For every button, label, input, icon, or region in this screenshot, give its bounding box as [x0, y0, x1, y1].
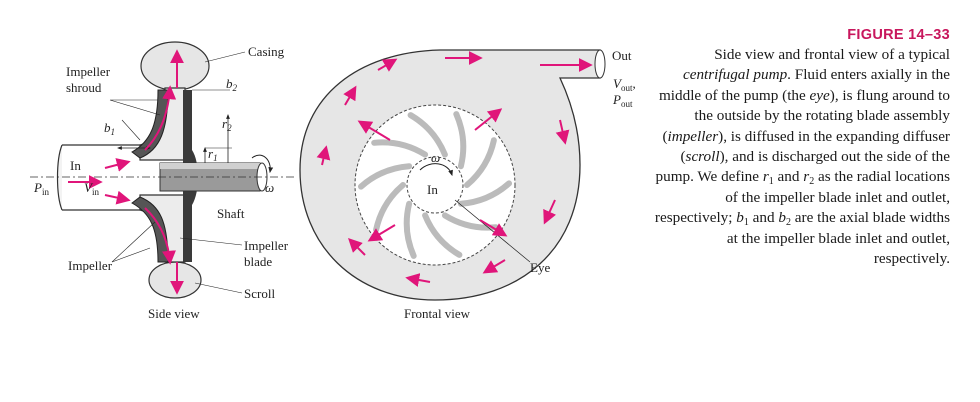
caption-run: eye	[809, 86, 830, 104]
caption-run: ), and is discharged out the side of the…	[655, 148, 951, 186]
p-in-label: Pin	[33, 180, 49, 197]
v-in-label: Vin	[84, 180, 99, 197]
caption-run: 2	[809, 176, 815, 188]
caption-run: and	[773, 168, 804, 186]
b1-label: b1	[104, 120, 115, 137]
impeller-blade	[407, 112, 448, 158]
frontal-omega-label: ω	[431, 150, 440, 165]
caption-run: are the axial blade widths at the impell…	[726, 209, 950, 268]
frontal-flow-arrows	[316, 51, 593, 287]
impeller-blade	[457, 180, 512, 207]
outlet-end	[594, 49, 606, 79]
v-out-label: Vout,	[613, 76, 636, 93]
caption-run: scroll	[685, 148, 720, 166]
impeller-label: Impeller	[68, 258, 113, 273]
caption-run: r	[762, 168, 769, 186]
caption-run: . Fluid enters axially in the middle of …	[658, 66, 950, 104]
frontal-view-title: Frontal view	[404, 306, 471, 321]
caption-run: and	[748, 209, 779, 227]
impeller-blade	[422, 212, 463, 258]
out-label: Out	[612, 48, 632, 63]
pump-figure: Impeller shroud Casing b1 b2 r2 r1 In Pi…	[30, 41, 636, 321]
caption-run: 1	[768, 176, 774, 188]
impeller-blade	[464, 137, 497, 188]
scroll-label: Scroll	[244, 286, 275, 301]
side-omega-label: ω	[265, 180, 274, 195]
caption-run: r	[803, 168, 810, 186]
frontal-view: Out Vout, Pout ω In Eye Frontal view	[299, 48, 636, 321]
upper-scroll	[140, 41, 210, 91]
impeller-shroud-lower	[131, 196, 169, 263]
figure-number: FIGURE 14–33	[847, 27, 950, 43]
caption-run: ), is diffused in the expanding diffuser…	[680, 127, 950, 166]
impeller-blade	[371, 139, 429, 158]
r1-label: r1	[208, 146, 218, 163]
impeller-shroud-label-2: shroud	[66, 80, 102, 95]
r2-label: r2	[222, 116, 232, 133]
frontal-in-label: In	[427, 182, 438, 197]
lower-scroll	[148, 261, 202, 299]
caption-run: Side view and frontal view of a typical	[714, 46, 950, 63]
side-view-title: Side view	[148, 306, 200, 321]
eye-label: Eye	[530, 260, 550, 275]
inlet-pipe-end	[56, 144, 63, 211]
side-in-label: In	[70, 158, 81, 173]
caption-run: ), is flung around to the outside by the…	[662, 86, 950, 145]
impeller-shroud-label-1: Impeller	[66, 64, 111, 79]
caption-run: 1	[743, 217, 749, 229]
impeller-blade	[403, 200, 417, 259]
caption-run: centrifugal pump	[682, 66, 788, 84]
caption-run: impeller	[667, 127, 719, 145]
casing-label: Casing	[248, 44, 285, 59]
p-out-label: Pout	[612, 92, 633, 109]
impeller-blade-label-1: Impeller	[244, 238, 289, 253]
impeller-blades	[358, 111, 512, 259]
caption-run: 2	[786, 217, 791, 229]
side-view: Impeller shroud Casing b1 b2 r2 r1 In Pi…	[30, 41, 295, 321]
impeller-blade-label-2: blade	[244, 254, 272, 269]
figure-caption: FIGURE 14–33 Side view and frontal view …	[652, 26, 950, 269]
caption-text: Side view and frontal view of a typical …	[655, 46, 950, 267]
b2-label: b2	[226, 76, 238, 93]
caption-run: b	[736, 209, 744, 227]
impeller-blade	[358, 163, 413, 190]
caption-run: b	[778, 209, 786, 227]
impeller-blade	[453, 111, 467, 170]
inlet-pipe	[62, 144, 140, 211]
shaft-label: Shaft	[217, 206, 245, 221]
side-flow-arrows	[68, 49, 184, 295]
caption-run: as the radial locations of the impeller …	[654, 168, 950, 227]
impeller-blade	[373, 182, 406, 233]
